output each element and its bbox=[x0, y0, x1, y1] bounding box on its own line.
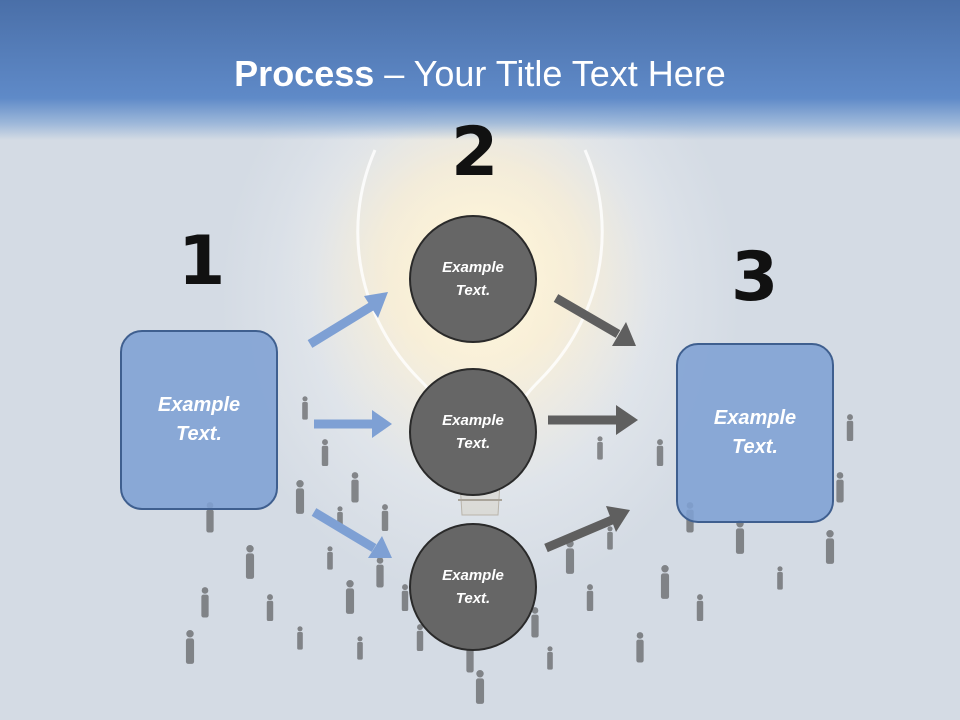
person-silhouette-body bbox=[416, 630, 424, 652]
person-silhouette-body bbox=[401, 590, 409, 612]
person-silhouette-head bbox=[661, 565, 669, 573]
person-silhouette-body bbox=[321, 445, 329, 467]
blue-arrow-up bbox=[307, 292, 388, 348]
person-silhouette-body bbox=[201, 594, 209, 618]
person-silhouette-body bbox=[206, 509, 214, 533]
person-silhouette-body bbox=[565, 548, 575, 574]
person-silhouette-head bbox=[402, 584, 408, 591]
circle-top-text: Example Text. bbox=[442, 256, 504, 302]
person-silhouette-body bbox=[327, 552, 333, 570]
circle-middle-line1: Example bbox=[442, 412, 504, 429]
person-silhouette-body bbox=[547, 652, 553, 670]
person-silhouette-body bbox=[345, 588, 355, 614]
person-silhouette-body bbox=[586, 590, 594, 612]
step-3-text-line1: Example bbox=[713, 407, 797, 429]
person-silhouette-body bbox=[696, 600, 704, 622]
gray-arrow-right bbox=[548, 405, 638, 435]
person-silhouette-body bbox=[656, 445, 664, 467]
person-silhouette-body bbox=[475, 678, 485, 704]
step-2-circle-middle[interactable]: Example Text. bbox=[409, 368, 537, 496]
person-silhouette-head bbox=[302, 396, 308, 402]
person-silhouette-body bbox=[295, 488, 305, 514]
person-silhouette-head bbox=[382, 504, 388, 511]
circle-middle-text: Example Text. bbox=[442, 409, 504, 455]
person-silhouette-head bbox=[337, 506, 343, 512]
circle-middle-line2: Text. bbox=[455, 435, 491, 452]
step-3-box[interactable]: Example Text. bbox=[676, 343, 834, 523]
person-silhouette-head bbox=[357, 636, 363, 642]
step-number-1: 1 bbox=[178, 222, 226, 301]
person-silhouette-body bbox=[185, 638, 195, 664]
person-silhouette-head bbox=[376, 557, 384, 564]
person-silhouette-body bbox=[825, 538, 835, 564]
step-1-text-line2: Text. bbox=[176, 423, 222, 445]
blue-arrow-down bbox=[311, 508, 392, 558]
step-1-box[interactable]: Example Text. bbox=[120, 330, 278, 510]
title-rest: – Your Title Text Here bbox=[374, 53, 726, 94]
person-silhouette-body bbox=[836, 479, 844, 503]
person-silhouette-head bbox=[847, 414, 853, 421]
person-silhouette-body bbox=[302, 402, 308, 420]
circle-top-line2: Text. bbox=[455, 282, 491, 299]
person-silhouette-head bbox=[267, 594, 273, 601]
person-silhouette-head bbox=[327, 546, 333, 552]
person-silhouette-body bbox=[357, 642, 363, 660]
person-silhouette-head bbox=[777, 566, 783, 572]
slide-title: Process – Your Title Text Here bbox=[0, 52, 960, 96]
person-silhouette-head bbox=[351, 472, 359, 479]
person-silhouette-head bbox=[476, 670, 484, 678]
circle-bottom-text: Example Text. bbox=[442, 564, 504, 610]
circle-top-line1: Example bbox=[442, 259, 504, 276]
person-silhouette-body bbox=[376, 564, 384, 588]
gray-arrow-up bbox=[544, 506, 630, 553]
person-silhouette-head bbox=[826, 530, 834, 538]
person-silhouette-head bbox=[607, 526, 613, 532]
step-number-3: 3 bbox=[731, 238, 779, 317]
person-silhouette-body bbox=[735, 528, 745, 554]
step-2-circle-bottom[interactable]: Example Text. bbox=[409, 523, 537, 651]
step-1-text-line1: Example bbox=[157, 394, 241, 416]
circle-bottom-line1: Example bbox=[442, 567, 504, 584]
person-silhouette-body bbox=[597, 442, 603, 460]
blue-arrow-right bbox=[314, 410, 392, 438]
person-silhouette-head bbox=[697, 594, 703, 601]
person-silhouette-body bbox=[660, 573, 670, 599]
person-silhouette-head bbox=[587, 584, 593, 591]
person-silhouette-head bbox=[531, 607, 539, 614]
circle-bottom-line2: Text. bbox=[455, 590, 491, 607]
person-silhouette-head bbox=[296, 480, 304, 488]
person-silhouette-body bbox=[351, 479, 359, 503]
person-silhouette-head bbox=[657, 439, 663, 446]
person-silhouette-body bbox=[266, 600, 274, 622]
person-silhouette-head bbox=[322, 439, 328, 446]
person-silhouette-head bbox=[246, 545, 254, 553]
step-2-circle-top[interactable]: Example Text. bbox=[409, 215, 537, 343]
person-silhouette-head bbox=[297, 626, 303, 632]
person-silhouette-body bbox=[297, 632, 303, 650]
step-1-text: Example Text. bbox=[158, 391, 240, 449]
person-silhouette-head bbox=[186, 630, 194, 638]
step-3-text-line2: Text. bbox=[732, 436, 778, 458]
person-silhouette-head bbox=[836, 472, 844, 479]
person-silhouette-body bbox=[245, 553, 255, 579]
person-silhouette-head bbox=[547, 646, 553, 652]
person-silhouette-head bbox=[201, 587, 209, 594]
person-silhouette-body bbox=[466, 649, 474, 673]
step-3-text: Example Text. bbox=[714, 404, 796, 462]
person-silhouette-body bbox=[636, 639, 644, 663]
gray-arrow-down bbox=[553, 294, 636, 346]
person-silhouette-head bbox=[597, 436, 603, 442]
person-silhouette-body bbox=[531, 614, 539, 638]
person-silhouette-head bbox=[346, 580, 354, 588]
person-silhouette-body bbox=[846, 420, 854, 442]
title-bold: Process bbox=[234, 53, 375, 94]
person-silhouette-body bbox=[607, 532, 613, 550]
person-silhouette-head bbox=[636, 632, 644, 639]
person-silhouette-body bbox=[777, 572, 783, 590]
header-bar bbox=[0, 0, 960, 140]
step-number-2: 2 bbox=[451, 113, 499, 192]
person-silhouette-body bbox=[381, 510, 389, 532]
